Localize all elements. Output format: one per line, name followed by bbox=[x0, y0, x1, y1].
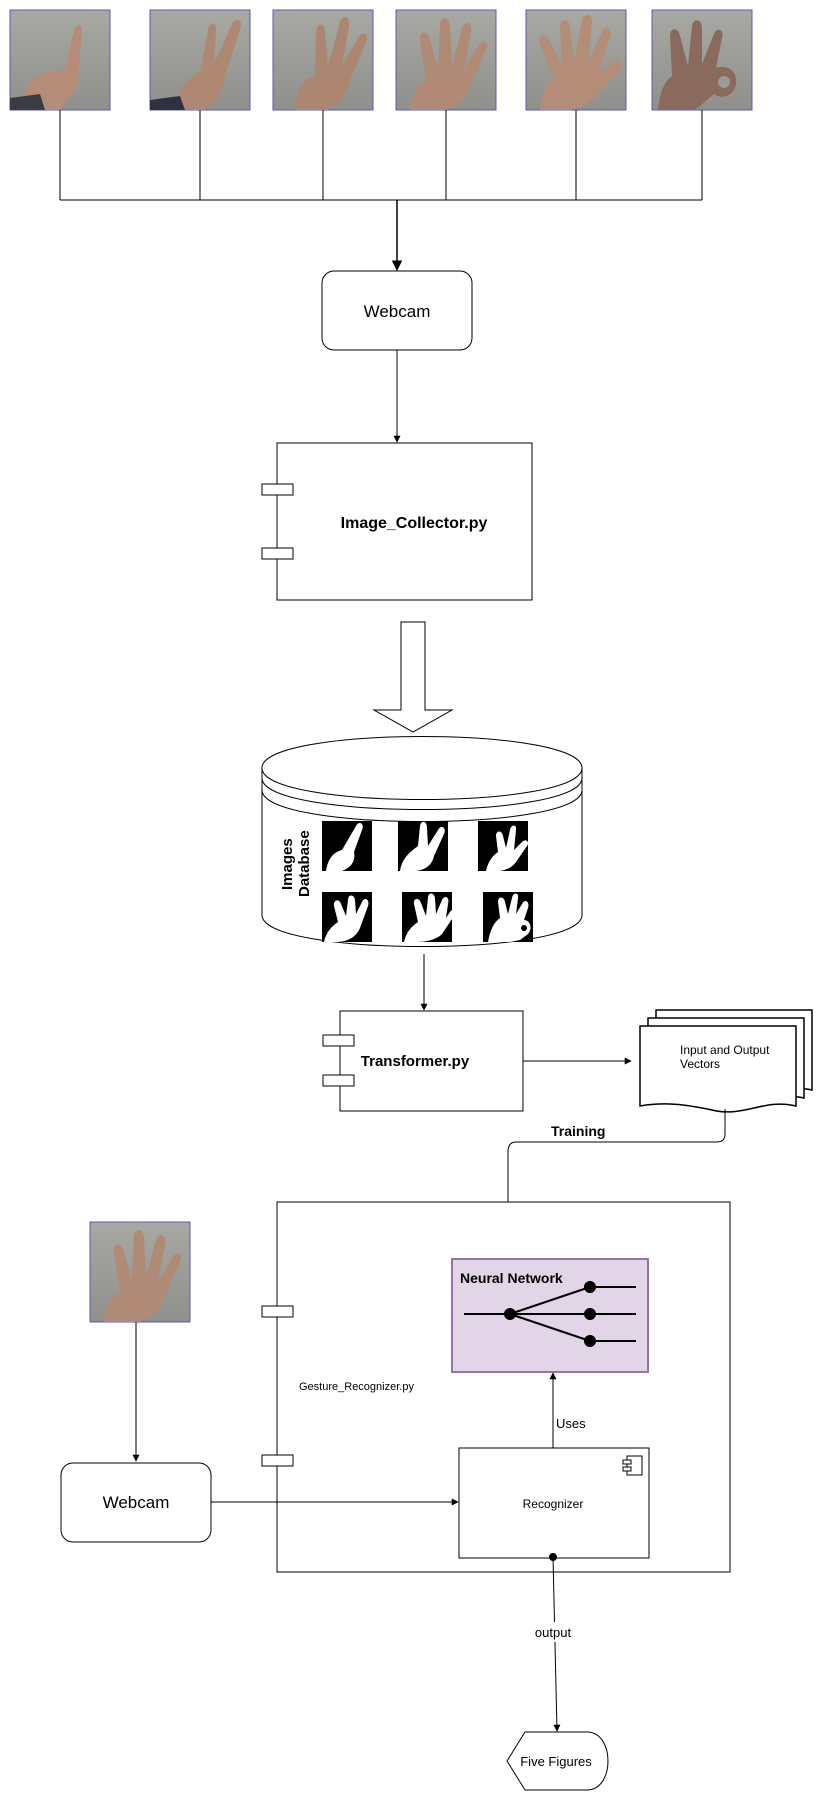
gesture-photo-3 bbox=[272, 9, 374, 111]
recognizer-label: Recognizer bbox=[523, 1497, 584, 1511]
neural-network-icon bbox=[464, 1281, 636, 1347]
image-collector-component bbox=[261, 442, 533, 601]
training-connector bbox=[504, 1109, 726, 1252]
vectors-label-line2: Vectors bbox=[680, 1057, 720, 1071]
webcam-top-label: Webcam bbox=[364, 302, 431, 321]
binarized-hand-thumbnail bbox=[483, 892, 533, 942]
gesture-photo-4 bbox=[395, 9, 497, 111]
component-port-icon bbox=[261, 1305, 294, 1318]
binarized-hand-thumbnail bbox=[478, 821, 529, 871]
vectors-label-line1: Input and Output bbox=[680, 1043, 770, 1057]
gesture-photo-6 bbox=[651, 9, 753, 111]
neural-network-label: Neural Network bbox=[460, 1270, 563, 1286]
gesture-recognizer-label: Gesture_Recognizer.py bbox=[299, 1381, 414, 1393]
component-port-icon bbox=[261, 547, 294, 560]
photo-bus-connectors bbox=[59, 110, 703, 201]
recognizer-box bbox=[458, 1447, 650, 1559]
training-label: Training bbox=[551, 1123, 605, 1139]
webcam-bottom-label: Webcam bbox=[103, 1493, 170, 1512]
binarized-hand-thumbnail bbox=[322, 821, 372, 871]
collector-to-database-arrow bbox=[372, 621, 454, 733]
binarized-hand-thumbnail bbox=[398, 821, 448, 871]
five-figures-display bbox=[506, 1731, 609, 1791]
gesture-photo-5 bbox=[525, 9, 627, 111]
component-port-icon bbox=[261, 483, 294, 496]
component-port-icon bbox=[322, 1074, 355, 1087]
database-label: Images Database bbox=[279, 830, 313, 897]
output-label-bg bbox=[528, 1622, 578, 1642]
svg-text:Database: Database bbox=[296, 830, 313, 897]
gesture-photo-1 bbox=[9, 9, 111, 111]
neural-network-box bbox=[451, 1258, 649, 1373]
binarized-hand-thumbnail bbox=[402, 892, 455, 942]
output-arrow bbox=[552, 1556, 561, 1732]
image-collector-label: Image_Collector.py bbox=[341, 515, 488, 532]
transformer-label: Transformer.py bbox=[361, 1053, 470, 1070]
binarized-hand-thumbnail bbox=[322, 892, 372, 942]
output-label: output bbox=[535, 1625, 572, 1640]
uses-label: Uses bbox=[556, 1416, 586, 1431]
component-port-icon bbox=[322, 1034, 355, 1047]
vectors-document-stack bbox=[639, 1009, 813, 1113]
five-figures-label: Five Figures bbox=[520, 1754, 592, 1769]
component-port-icon bbox=[261, 1454, 294, 1467]
component-icon bbox=[622, 1455, 643, 1476]
input-gesture-photo bbox=[89, 1221, 191, 1323]
gesture-photo-2 bbox=[149, 9, 251, 111]
svg-text:Images: Images bbox=[279, 838, 296, 890]
transformer-component bbox=[322, 1010, 524, 1112]
